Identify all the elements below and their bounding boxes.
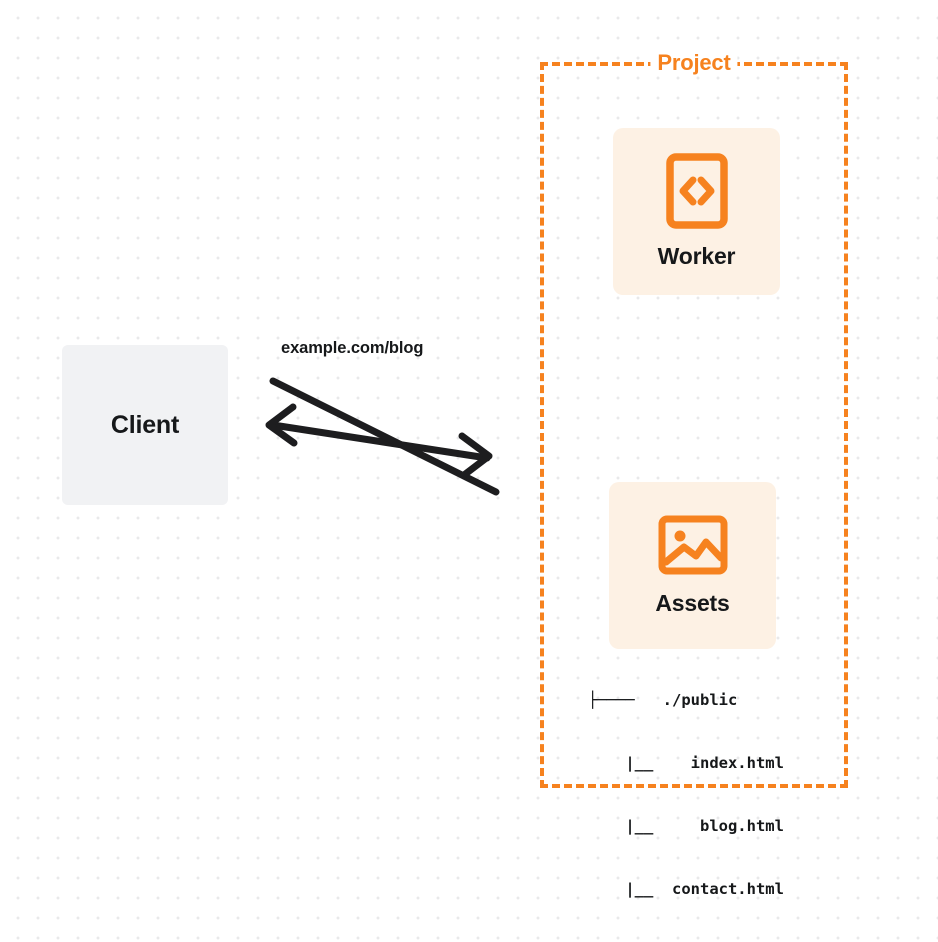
assets-label: Assets [655,590,730,616]
diagram-canvas: Client example.com/blog Project [62,50,848,898]
worker-node[interactable]: Worker [613,128,780,295]
client-label: Client [110,410,180,439]
request-arrow [269,377,500,496]
connector-arrows-svg [265,377,500,496]
worker-label: Worker [657,243,736,269]
project-title: Project [650,50,738,76]
file-tree-line: |__ index.html [588,754,784,772]
client-project-connector [240,320,530,520]
file-tree-line: |__ blog.html [588,817,784,835]
client-node[interactable]: Client [62,345,228,505]
assets-node[interactable]: Assets [609,482,776,649]
image-picture-icon [658,514,728,576]
file-tree-line: ├──── ./public [588,691,738,709]
response-arrow [265,403,491,462]
assets-file-tree: ├──── ./public |__ index.html |__ blog.h… [588,648,784,942]
connector-label: example.com/blog [281,339,424,357]
code-brackets-icon [665,153,728,229]
file-tree-line: |__ contact.html [588,880,784,898]
